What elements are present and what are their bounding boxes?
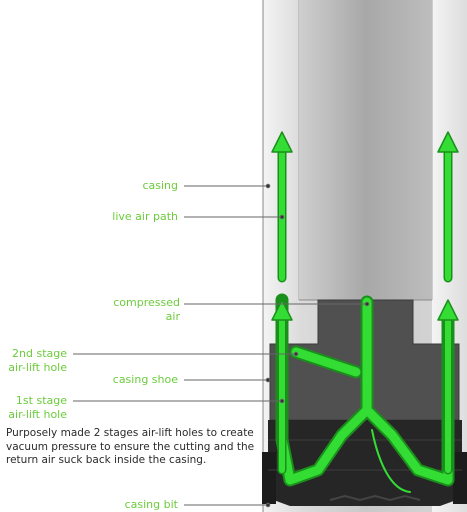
inner-pipe bbox=[299, 0, 432, 301]
label-second-stage-line1: 2nd stage bbox=[12, 347, 67, 360]
label-second-stage-hole: 2nd stage air-lift hole bbox=[8, 347, 67, 375]
label-first-stage-hole: 1st stage air-lift hole bbox=[8, 394, 67, 422]
air-paths bbox=[271, 131, 459, 493]
label-compressed-air: compressed air bbox=[113, 296, 180, 324]
label-casing: casing bbox=[142, 179, 178, 192]
label-live-air-path: live air path bbox=[112, 210, 178, 223]
label-casing-shoe: casing shoe bbox=[112, 373, 178, 386]
label-compressed-air-line1: compressed bbox=[113, 296, 180, 309]
leader-lines bbox=[73, 183, 370, 508]
label-casing-bit: casing bit bbox=[124, 498, 178, 511]
label-first-stage-line2: air-lift hole bbox=[8, 408, 67, 421]
label-first-stage-line1: 1st stage bbox=[15, 394, 67, 407]
label-compressed-air-line2: air bbox=[165, 310, 180, 323]
label-second-stage-line2: air-lift hole bbox=[8, 361, 67, 374]
description-text: Purposely made 2 stages air-lift holes t… bbox=[6, 427, 255, 466]
